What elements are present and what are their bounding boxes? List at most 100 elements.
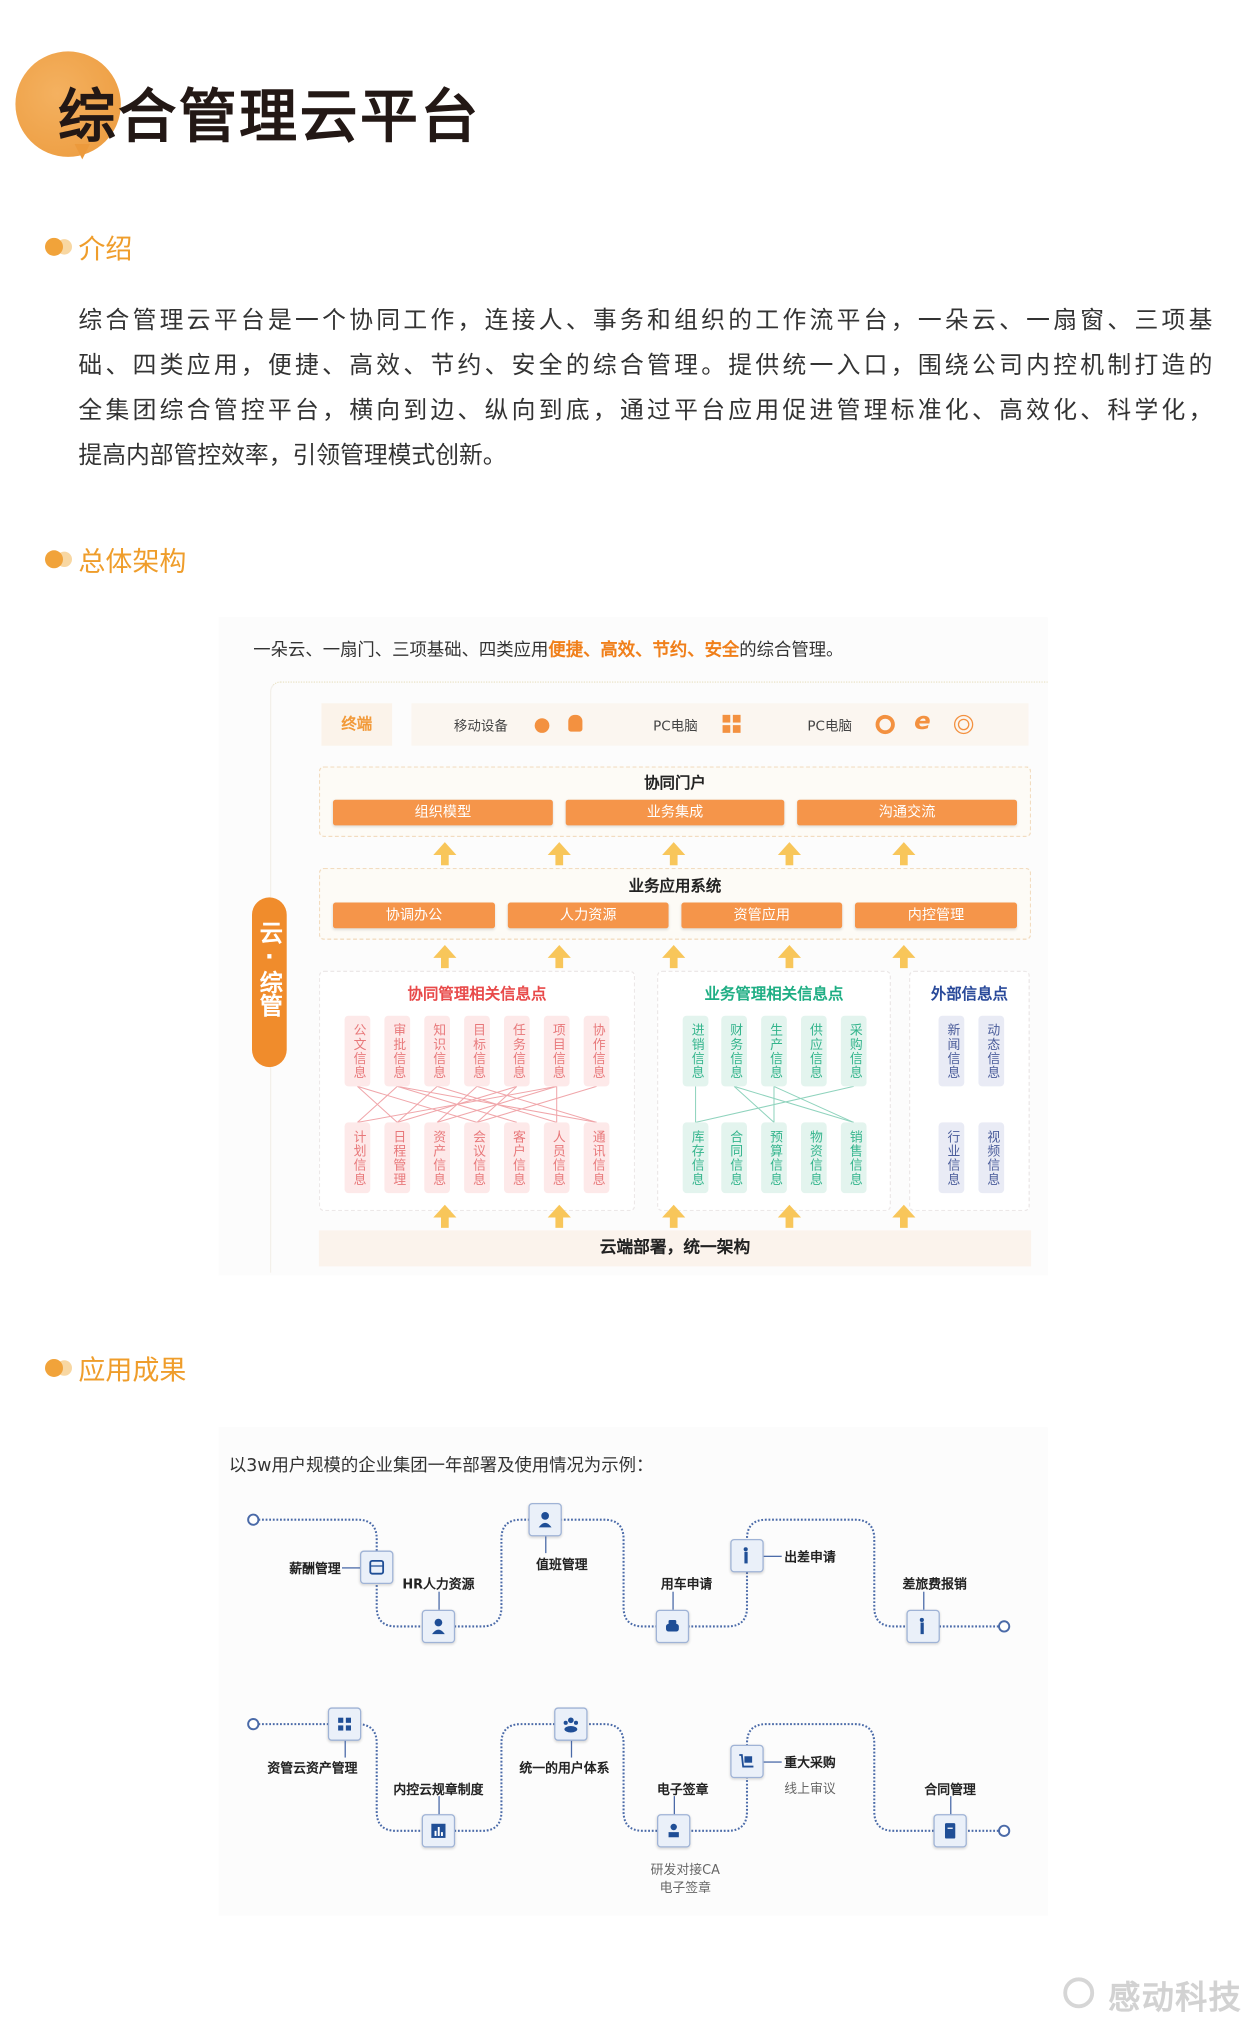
timeline-end-icon xyxy=(998,1620,1011,1633)
info-chip: 协作信息 xyxy=(583,1015,610,1087)
title-badge-tail xyxy=(74,143,90,160)
intro-paragraph: 综合管理云平台是一个协同工作，连接人、事务和组织的工作流平台，一朵云、一扇窗、三… xyxy=(78,298,1212,478)
info-chip: 动态信息 xyxy=(978,1015,1005,1087)
node-rules[interactable] xyxy=(421,1814,456,1848)
timeline-label: 值班管理 xyxy=(536,1558,588,1574)
stamp-icon xyxy=(668,1823,679,1838)
node-hr[interactable] xyxy=(421,1609,456,1644)
timeline-label: 内控云规章制度 xyxy=(393,1783,484,1799)
info-chip: 通讯信息 xyxy=(583,1122,610,1194)
timeline-label: 资管云资产管理 xyxy=(267,1762,358,1777)
info-chip: 视频信息 xyxy=(978,1122,1005,1194)
timeline-label: 统一的用户体系 xyxy=(519,1762,610,1777)
node-assets[interactable] xyxy=(327,1707,362,1741)
section-heading-architecture: 总体架构 xyxy=(78,546,187,578)
info-link xyxy=(476,1085,597,1123)
info-chip: 计划信息 xyxy=(344,1122,371,1194)
pc-label: PC电脑 xyxy=(653,718,698,735)
connector-line xyxy=(438,1591,440,1610)
info-link xyxy=(695,1085,854,1123)
arrow-head xyxy=(777,1204,801,1218)
caption-highlight: 便捷、高效、节约、安全 xyxy=(548,640,740,661)
timeline-label: 薪酬管理 xyxy=(289,1562,341,1577)
arrow-stem xyxy=(899,853,908,866)
connector-line xyxy=(438,1796,440,1815)
node-purchase[interactable] xyxy=(730,1744,764,1779)
ie-icon: e xyxy=(914,707,931,736)
info-chip: 目标信息 xyxy=(464,1015,490,1087)
cloud-pill: 云·综管 xyxy=(251,897,287,1068)
intro-line: 础、四类应用，便捷、高效、节约、安全的综合管理。提供统一入口，围绕公司内控机制打… xyxy=(78,352,1213,380)
firefox-icon xyxy=(875,714,895,735)
info-links xyxy=(357,1085,854,1123)
arrow-stem xyxy=(440,1216,449,1228)
node-salary[interactable] xyxy=(359,1550,394,1584)
info-link xyxy=(733,1085,854,1123)
info-chip: 会议信息 xyxy=(464,1122,490,1194)
timeline-label: 差旅费报销 xyxy=(902,1578,967,1593)
info-chip: 审批信息 xyxy=(384,1015,411,1087)
architecture-caption: 一朵云、一扇门、三项基础、四类应用便捷、高效、节约、安全的综合管理。 xyxy=(253,635,843,661)
person-icon xyxy=(431,1618,445,1635)
connector-line xyxy=(763,1555,782,1558)
arrow-head xyxy=(433,944,457,958)
caption-text: 一朵云、一扇门、三项基础、四类应用 xyxy=(253,640,549,661)
arrow-stem xyxy=(785,853,794,866)
info-chip: 财务信息 xyxy=(721,1015,747,1087)
node-contract[interactable] xyxy=(933,1814,967,1848)
info-chip: 库存信息 xyxy=(682,1122,709,1194)
brand-logo-icon xyxy=(1063,1977,1095,2009)
car-icon xyxy=(665,1619,679,1632)
cloud-deploy-bar: 云端部署，统一架构 xyxy=(318,1230,1032,1267)
info-chip: 人员信息 xyxy=(543,1122,570,1194)
info-link xyxy=(773,1085,854,1123)
info-chip: 行业信息 xyxy=(938,1122,965,1194)
info-chip: 知识信息 xyxy=(424,1015,450,1087)
timeline-row2 xyxy=(258,1723,999,1832)
arrow-head xyxy=(662,944,686,958)
portal-item: 业务集成 xyxy=(565,799,785,826)
app-item: 协调办公 xyxy=(332,902,495,929)
node-trip[interactable] xyxy=(730,1538,764,1573)
arrow-head xyxy=(892,842,916,855)
external-info-box xyxy=(908,970,1030,1212)
apps-title: 业务应用系统 xyxy=(628,876,722,895)
info-chip: 采购信息 xyxy=(840,1015,867,1087)
arrow-head xyxy=(662,842,686,855)
app-item: 人力资源 xyxy=(507,902,669,929)
app-item: 内控管理 xyxy=(854,902,1017,929)
info-link xyxy=(397,1085,517,1123)
info-chip: 销售信息 xyxy=(840,1122,867,1194)
timeline-label: 电子签章 xyxy=(656,1783,709,1799)
node-users[interactable] xyxy=(554,1707,588,1741)
node-duty[interactable] xyxy=(528,1502,562,1537)
node-expense[interactable] xyxy=(906,1609,940,1644)
timeline-start-icon xyxy=(247,1718,260,1731)
arrow-head xyxy=(892,944,916,958)
section-heading-results: 应用成果 xyxy=(78,1355,187,1386)
timeline-label: 用车申请 xyxy=(660,1578,713,1593)
terminal-label: 终端 xyxy=(321,703,393,746)
node-esign[interactable] xyxy=(656,1814,691,1848)
info-chip: 预算信息 xyxy=(761,1122,787,1194)
info-chip: 任务信息 xyxy=(503,1015,530,1087)
arrow-head xyxy=(547,944,571,958)
connector-line xyxy=(570,1740,573,1758)
portal-item: 沟通交流 xyxy=(797,799,1017,826)
connector-line xyxy=(763,1761,782,1763)
cart-icon xyxy=(739,1754,754,1768)
node-car[interactable] xyxy=(655,1609,690,1644)
payroll-icon xyxy=(369,1559,385,1575)
section-heading-intro: 介绍 xyxy=(78,233,133,265)
bullet-icon xyxy=(44,550,63,569)
windows-icon xyxy=(722,714,741,733)
timeline-label: 电子签章 xyxy=(659,1881,711,1896)
connector-line xyxy=(673,1796,676,1815)
timeline-label: 研发对接CA xyxy=(650,1863,720,1878)
grid-icon xyxy=(338,1717,351,1731)
info-chip: 供应信息 xyxy=(800,1015,827,1087)
caption-text: 的综合管理。 xyxy=(739,640,844,661)
info-chip: 客户信息 xyxy=(503,1122,530,1194)
